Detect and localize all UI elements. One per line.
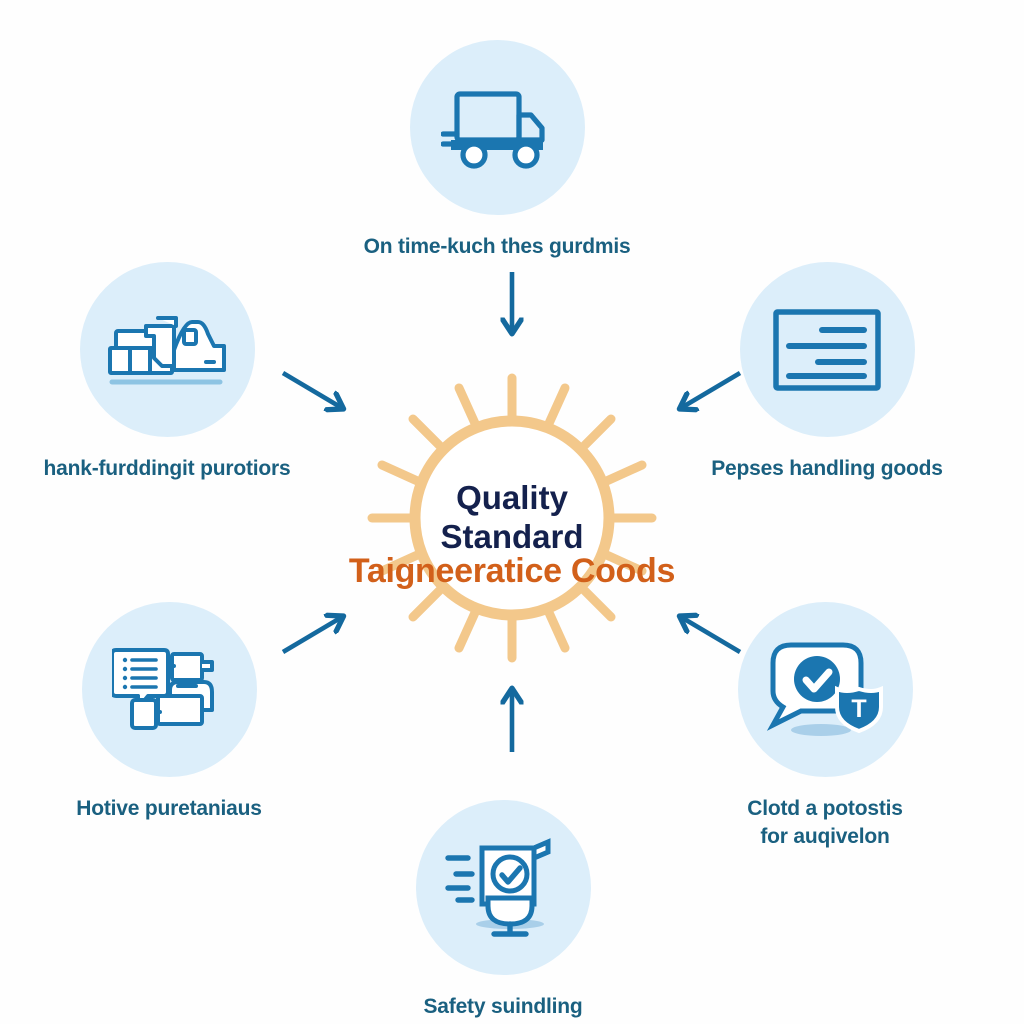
node-bottom-label: Safety suindling — [423, 995, 583, 1018]
node-left-bottom-label: Hotive puretaniaus — [76, 797, 262, 820]
center-hub: Quality Standard — [362, 368, 662, 668]
node-bottom[interactable]: Safety suindling — [338, 800, 668, 1021]
node-right-bottom[interactable]: T Clotd a potostis for auqivelon — [660, 602, 990, 850]
certified-document-icon — [415, 800, 591, 975]
delivery-truck-icon — [409, 40, 585, 215]
node-left-bottom[interactable]: Hotive puretaniaus — [4, 602, 334, 823]
node-left-top[interactable]: hank-furddingit purotiors — [2, 262, 332, 483]
checklist-machinery-icon — [81, 602, 257, 777]
node-top-label: On time-kuch thes gurdmis — [363, 235, 631, 258]
node-right-bottom-label: Clotd a potostis for auqivelon — [747, 797, 903, 848]
sunburst-icon — [367, 373, 657, 663]
document-label-icon — [739, 262, 915, 437]
node-left-top-label: hank-furddingit purotiors — [43, 457, 291, 480]
node-right-top[interactable]: Pepses handling goods — [662, 262, 992, 483]
svg-text:T: T — [851, 695, 866, 723]
headline-text: Taigneeratice Coods — [348, 552, 676, 590]
cargo-loading-truck-icon — [79, 262, 255, 437]
verified-chat-shield-icon: T — [737, 602, 913, 777]
node-top[interactable]: On time-kuch thes gurdmis — [332, 40, 662, 261]
node-right-top-label: Pepses handling goods — [711, 457, 943, 480]
